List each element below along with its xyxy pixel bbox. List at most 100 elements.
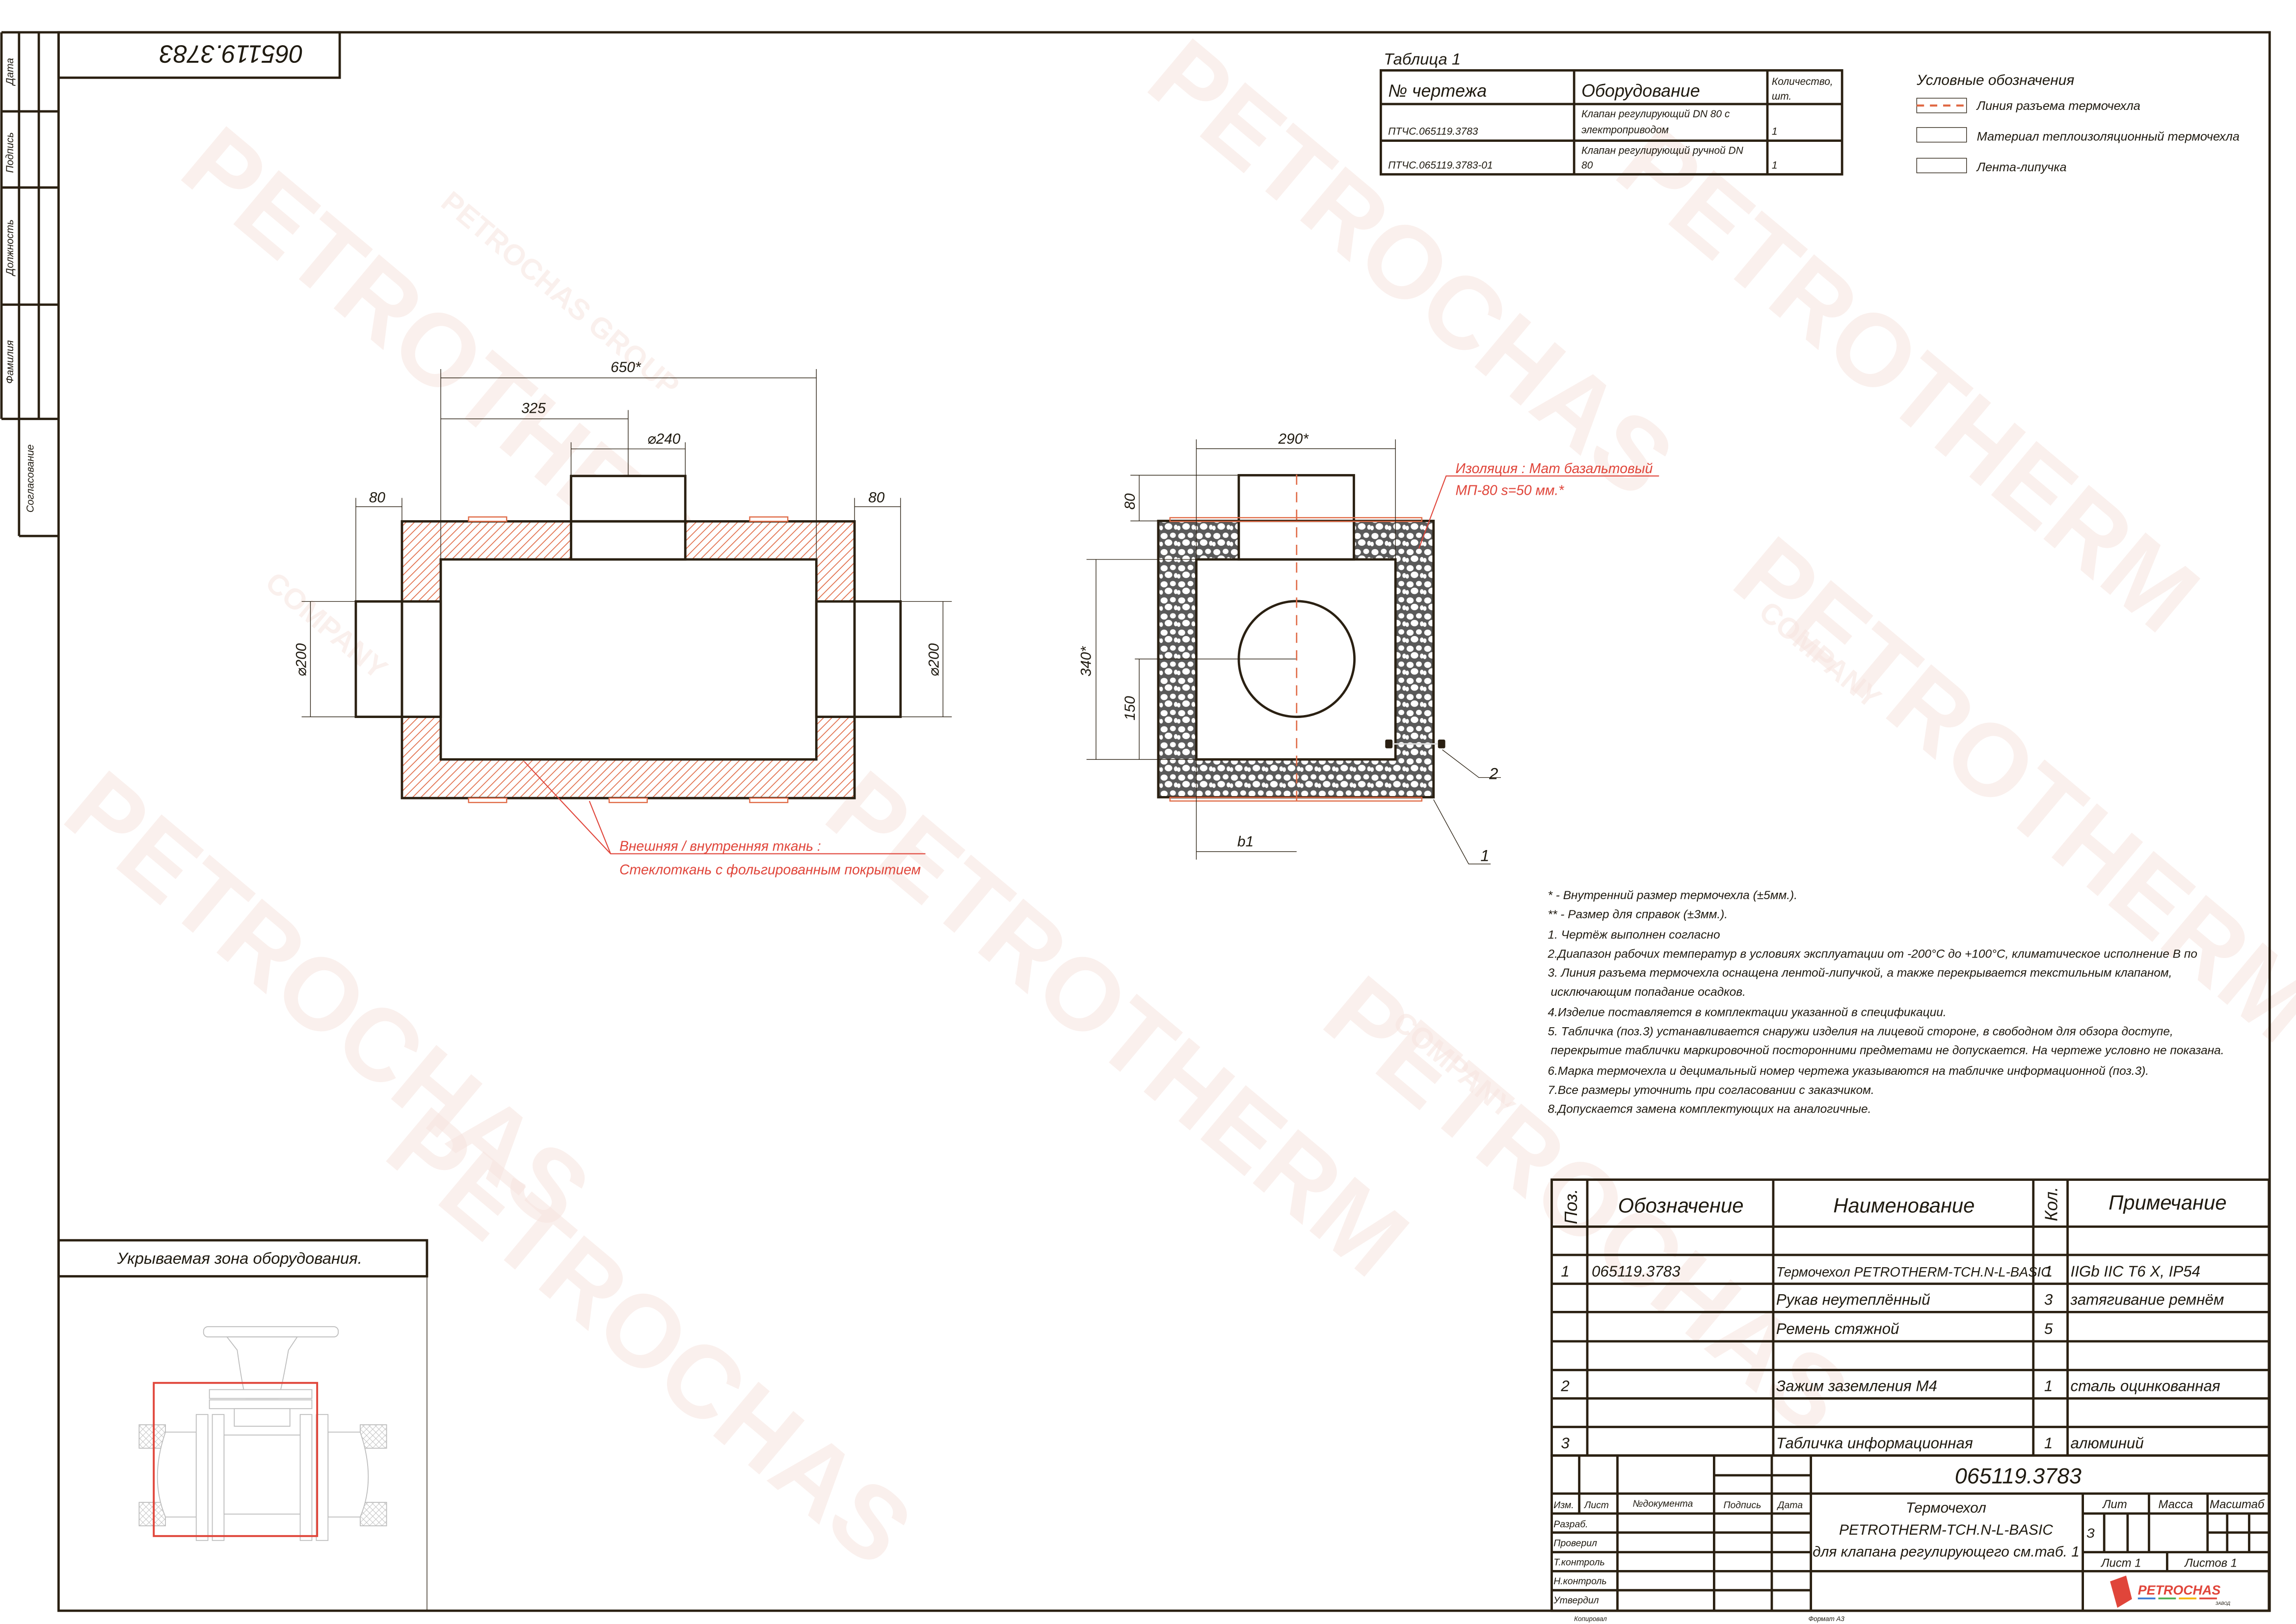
- legend-title: Условные обозначения: [1916, 72, 2074, 88]
- spec-name: Рукав неутеплённый: [1776, 1291, 1930, 1308]
- svg-text:Т.контроль: Т.контроль: [1553, 1557, 1604, 1568]
- svg-text:Утвердил: Утвердил: [1553, 1595, 1599, 1606]
- insulation-pattern-icon: [1916, 127, 1967, 143]
- table1-title: Таблица 1: [1384, 50, 1461, 68]
- product-model: PETROTHERM-TCH.N-L-BASIC: [1839, 1522, 2053, 1538]
- dim-80-left: 80: [369, 490, 386, 506]
- valve-illustration: [138, 1326, 387, 1541]
- svg-text:электроприводом: электроприводом: [1581, 125, 1669, 136]
- side-view: 290* 80 340* 150 b1 2 1 Изоляция : Мат б…: [1078, 431, 1659, 864]
- svg-text:Проверил: Проверил: [1553, 1538, 1597, 1549]
- svg-text:80: 80: [1581, 160, 1593, 171]
- dim-340: 340*: [1078, 646, 1095, 677]
- spec-pos: 1: [1561, 1263, 1569, 1280]
- svg-text:Лист 1: Лист 1: [2100, 1556, 2141, 1570]
- velcro-strip-bottom: [1169, 797, 1423, 802]
- svg-text:Масса: Масса: [2159, 1498, 2193, 1511]
- watermark: PETROTHERM PETROCHAS PETROTHERM PETROCHA…: [44, 17, 2296, 1587]
- insulation-callout: Изоляция : Мат базальтовый: [1456, 461, 1653, 477]
- note-line: перекрытие таблички маркировочной постор…: [1550, 1044, 2224, 1057]
- svg-text:Дата: Дата: [1777, 1500, 1803, 1511]
- specification-table: Поз. Обозначение Наименование Кол. Приме…: [1550, 1178, 2270, 1457]
- velcro-tab: [468, 516, 789, 803]
- note-line: 2.Диапазон рабочих температур в условиях…: [1547, 947, 2197, 960]
- spec-qty: 3: [2044, 1291, 2053, 1308]
- svg-text:PETROTHERM: PETROTHERM: [1597, 105, 2220, 654]
- note-line: 8.Допускается замена комплектующих на ан…: [1548, 1103, 1871, 1116]
- dim-200-right: ⌀200: [926, 643, 942, 676]
- note-line: 4.Изделие поставляется в комплектации ук…: [1548, 1006, 1946, 1019]
- stamp-label-position: Должность: [4, 219, 16, 276]
- spec-pos: 3: [1561, 1435, 1570, 1452]
- spec-qty: 1: [2044, 1377, 2053, 1394]
- table-row: ПТЧС.065119.3783-01 Клапан регулирующий …: [1388, 145, 1777, 171]
- dim-240: ⌀240: [647, 431, 681, 447]
- fabric-callout-material: Стеклоткань с фольгированным покрытием: [619, 862, 921, 878]
- svg-text:Разраб.: Разраб.: [1553, 1519, 1588, 1530]
- petrochas-logo: PETROCHAS ЗАВОД: [2110, 1575, 2231, 1608]
- sheet-frame: Дата Подпись Должность Фамилия Согласова…: [0, 31, 2271, 1612]
- svg-text:ЗАВОД: ЗАВОД: [2216, 1601, 2231, 1606]
- spec-header-name: Наименование: [1833, 1194, 1975, 1217]
- svg-text:PETROTHERM: PETROTHERM: [1714, 515, 2296, 1064]
- svg-text:Линия разъема термочехла: Линия разъема термочехла: [1976, 99, 2140, 113]
- svg-text:Лента-липучка: Лента-липучка: [1976, 160, 2067, 174]
- note-line: * - Внутренний размер термочехла (±5мм.)…: [1548, 889, 1797, 902]
- svg-text:З: З: [2086, 1526, 2094, 1541]
- svg-text:Клапан регулирующий DN 80 с: Клапан регулирующий DN 80 с: [1581, 108, 1730, 120]
- svg-text:Клапан регулирующий ручной DN: Клапан регулирующий ручной DN: [1581, 145, 1744, 156]
- svg-text:Н.контроль: Н.контроль: [1553, 1576, 1606, 1587]
- stamp-label-approval: Согласование: [25, 444, 36, 512]
- table-row: 1 065119.3783 Термочехол PETROTHERM-TCH.N-…: [1551, 1253, 2269, 1280]
- technical-notes: * - Внутренний размер термочехла (±5мм.)…: [1547, 889, 2224, 1116]
- spec-name: Табличка информационная: [1776, 1435, 1973, 1452]
- coverage-zone-outline: [153, 1382, 319, 1537]
- spec-header-designation: Обозначение: [1618, 1194, 1744, 1217]
- spec-designation: 065119.3783: [1592, 1263, 1681, 1280]
- note-line: 3. Линия разъема термочехла оснащена лен…: [1548, 966, 2172, 980]
- coverage-title: Укрываемая зона оборудования.: [117, 1249, 362, 1267]
- spec-note: алюминий: [2071, 1435, 2144, 1452]
- dim-650: 650*: [611, 359, 641, 375]
- table1-header-number: № чертежа: [1388, 81, 1487, 101]
- svg-text:Листов 1: Листов 1: [2184, 1556, 2237, 1570]
- spec-note: IIGb IIC T6 X, IP54: [2071, 1263, 2201, 1280]
- svg-text:Лист: Лист: [1583, 1500, 1609, 1511]
- grounding-clamp: [1385, 739, 1445, 748]
- spec-header-pos: Поз.: [1561, 1189, 1581, 1224]
- svg-text:1: 1: [1772, 160, 1778, 171]
- spec-pos: 2: [1560, 1377, 1569, 1394]
- stamp-label-surname: Фамилия: [4, 340, 16, 384]
- spec-note: затягивание ремнём: [2070, 1291, 2224, 1308]
- product-purpose: для клапана регулирующего см.таб. 1: [1813, 1544, 2080, 1560]
- dim-b1: b1: [1237, 834, 1254, 850]
- velcro-strip-top: [1169, 517, 1423, 522]
- insulation-callout-material: МП-80 s=50 мм.*: [1456, 483, 1565, 499]
- dim-80-right: 80: [868, 490, 885, 506]
- dim-200-left: ⌀200: [294, 643, 310, 676]
- product-name: Термочехол: [1906, 1500, 1986, 1516]
- stamp-label-signature: Подпись: [4, 132, 16, 173]
- position-1: 1: [1480, 846, 1489, 864]
- svg-text:PETROCHAS: PETROCHAS: [367, 1086, 933, 1587]
- svg-text:COMPANY: COMPANY: [260, 565, 394, 685]
- svg-text:Подпись: Подпись: [1723, 1500, 1761, 1511]
- dim-325: 325: [521, 400, 546, 417]
- dim-290: 290*: [1278, 431, 1309, 447]
- spec-note: сталь оцинкованная: [2071, 1377, 2220, 1394]
- note-line: 6.Марка термочехла и децимальный номер ч…: [1548, 1065, 2149, 1078]
- fabric-callout: Внешняя / внутренняя ткань :: [619, 839, 821, 854]
- svg-text:Масштаб: Масштаб: [2210, 1498, 2265, 1511]
- title-drawing-number: 065119.3783: [1955, 1464, 2082, 1488]
- table-row: ПТЧС.065119.3783 Клапан регулирующий DN …: [1388, 108, 1777, 137]
- spec-header-note: Примечание: [2109, 1191, 2226, 1214]
- spec-name: Термочехол PETROTHERM-TCH.N-L-BASIC: [1776, 1264, 2051, 1279]
- table1-header-qty-unit: шт.: [1772, 91, 1791, 102]
- svg-text:Изм.: Изм.: [1553, 1500, 1574, 1511]
- svg-text:PETROCHAS: PETROCHAS: [2138, 1583, 2221, 1597]
- title-block: 065119.3783 Изм. Лист №документа Подпись…: [1550, 1454, 2270, 1612]
- velcro-hatch-icon: [1916, 158, 1967, 173]
